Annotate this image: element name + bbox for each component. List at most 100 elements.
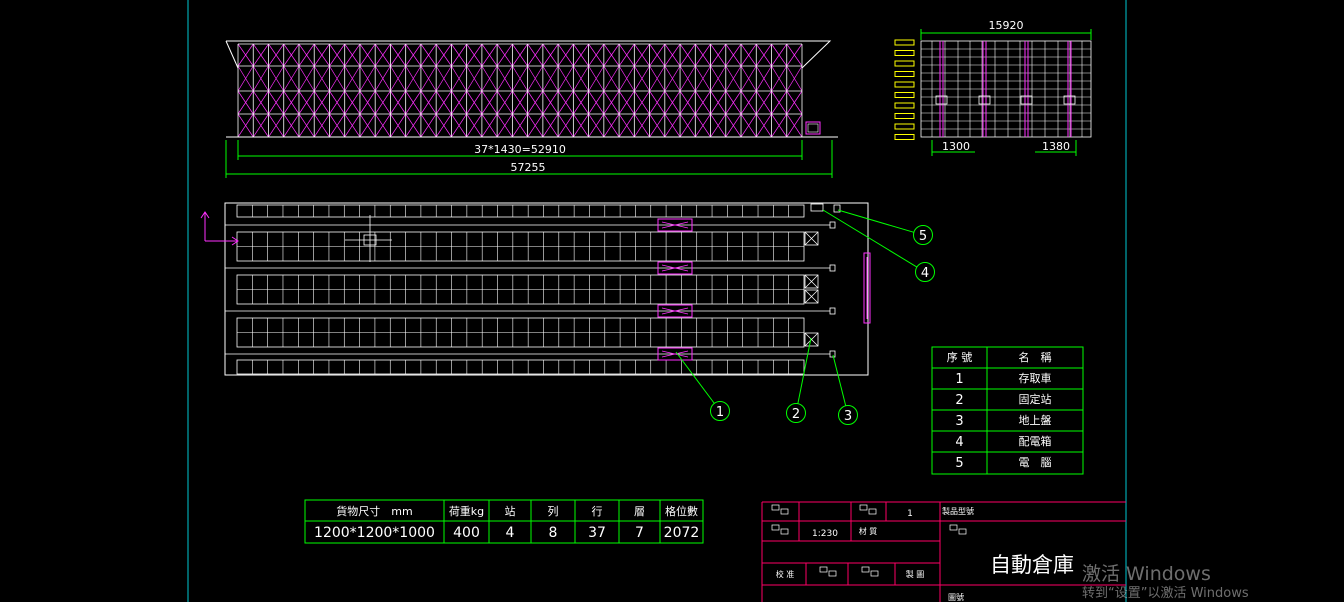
watermark-line-1: 激活 Windows [1082, 563, 1211, 585]
spec-value: 1200*1200*1000 [314, 525, 435, 541]
elevation-brace [664, 65, 681, 92]
callout-circle [915, 262, 935, 282]
title-glyph-box [780, 508, 789, 515]
elevation-brace [237, 90, 254, 115]
elevation-brace [420, 65, 437, 92]
title-glyph-box [828, 570, 837, 577]
elevation-brace [695, 90, 711, 115]
elevation-brace [496, 113, 513, 138]
computer-console [863, 252, 871, 324]
elevation-brace [466, 43, 483, 67]
elevation-brace [588, 113, 605, 138]
elevation-brace [512, 43, 528, 67]
axis-marker [200, 211, 239, 246]
elevation-brace [512, 113, 528, 138]
elevation-roof-edge [225, 40, 239, 69]
elevation-brace [313, 90, 330, 115]
spec-value: 4 [506, 525, 515, 541]
elevation-brace [710, 43, 727, 67]
elevation-brace [664, 113, 681, 138]
elevation-brace [374, 43, 391, 67]
elevation-brace [725, 43, 742, 67]
title-project: 製品型號 [942, 506, 974, 516]
plan-fixed-station-mark [804, 274, 819, 289]
elevation-brace [359, 43, 376, 67]
elevation-brace [405, 43, 422, 67]
elevation-brace [710, 90, 727, 115]
elevation-brace [390, 113, 406, 138]
callout-leader [832, 354, 847, 406]
elevation-brace [329, 65, 346, 92]
elevation-brace [359, 90, 376, 115]
side-carriage [1020, 95, 1033, 105]
plan-stacker-crane [657, 218, 693, 232]
legend-row-name: 固定站 [1019, 392, 1052, 406]
plan-stacker-crane-mark [661, 264, 689, 272]
elevation-brace [496, 65, 513, 92]
elevation-brace [740, 113, 757, 138]
legend-row-name: 電 腦 [1019, 455, 1052, 469]
elevation-brace [451, 65, 467, 92]
elevation-brace [512, 90, 528, 115]
callout-number: 5 [919, 229, 927, 244]
elevation-brace [435, 113, 452, 138]
title-drawing-no: 圖號 [948, 592, 964, 602]
elevation-brace [237, 65, 254, 92]
plan-fixed-station [804, 289, 819, 304]
plan-rack-rows [225, 203, 841, 375]
plan-fixed-station [804, 332, 819, 347]
elevation-station-inner [807, 123, 819, 133]
title-glyph-box [780, 528, 789, 535]
elevation-brace [786, 90, 803, 115]
legend-row-no: 3 [955, 414, 963, 429]
elevation-brace [740, 90, 757, 115]
elevation-brace [466, 65, 483, 92]
callout-circle [913, 225, 933, 245]
spec-header: 貨物尺寸 mm [336, 504, 412, 518]
plan-distribution-box [810, 203, 824, 212]
callout-number: 2 [792, 407, 800, 422]
callout-circle [838, 405, 858, 425]
legend-row-name: 地上盤 [1019, 414, 1052, 427]
plan-stacker-crane-mark [661, 221, 689, 229]
elevation-brace [557, 43, 574, 67]
plan-stacker-crane [657, 304, 693, 318]
side-dim-left: 1300 [942, 140, 970, 153]
title-glyph-box [870, 570, 879, 577]
side-conveyor [894, 123, 915, 130]
elevation-brace [435, 43, 452, 67]
side-carriage [978, 95, 991, 105]
elevation-brace [588, 65, 605, 92]
elevation-brace [252, 90, 269, 115]
plan-view [200, 202, 871, 376]
legend-header-no: 序 號 [947, 350, 973, 364]
elevation-brace [313, 43, 330, 67]
elevation-roof [226, 40, 832, 69]
legend-row-no: 4 [955, 435, 963, 450]
elevation-brace [755, 43, 772, 67]
elevation-brace [695, 113, 711, 138]
elevation-brace [725, 90, 742, 115]
elevation-brace [481, 90, 498, 115]
callout-number: 1 [716, 405, 724, 420]
elevation-brace [359, 113, 376, 138]
spec-header: 行 [592, 505, 603, 518]
elevation-brace [390, 43, 406, 67]
elevation-brace [573, 65, 589, 92]
legend-row-no: 1 [955, 372, 963, 387]
elevation-brace [527, 43, 544, 67]
elevation-brace [679, 65, 696, 92]
plan-crosshair-box [363, 234, 377, 246]
elevation-brace [329, 43, 345, 67]
elevation-brace [252, 113, 269, 138]
elevation-brace [466, 90, 483, 115]
side-conveyor [894, 81, 915, 88]
elevation-brace [664, 43, 681, 67]
title-scale: 1:230 [812, 529, 838, 539]
elevation-brace [313, 65, 330, 92]
windows-activation-watermark: 激活 Windows 转到“设置”以激活 Windows [1082, 562, 1249, 602]
spec-value: 7 [635, 525, 644, 541]
elevation-brace [268, 90, 285, 115]
